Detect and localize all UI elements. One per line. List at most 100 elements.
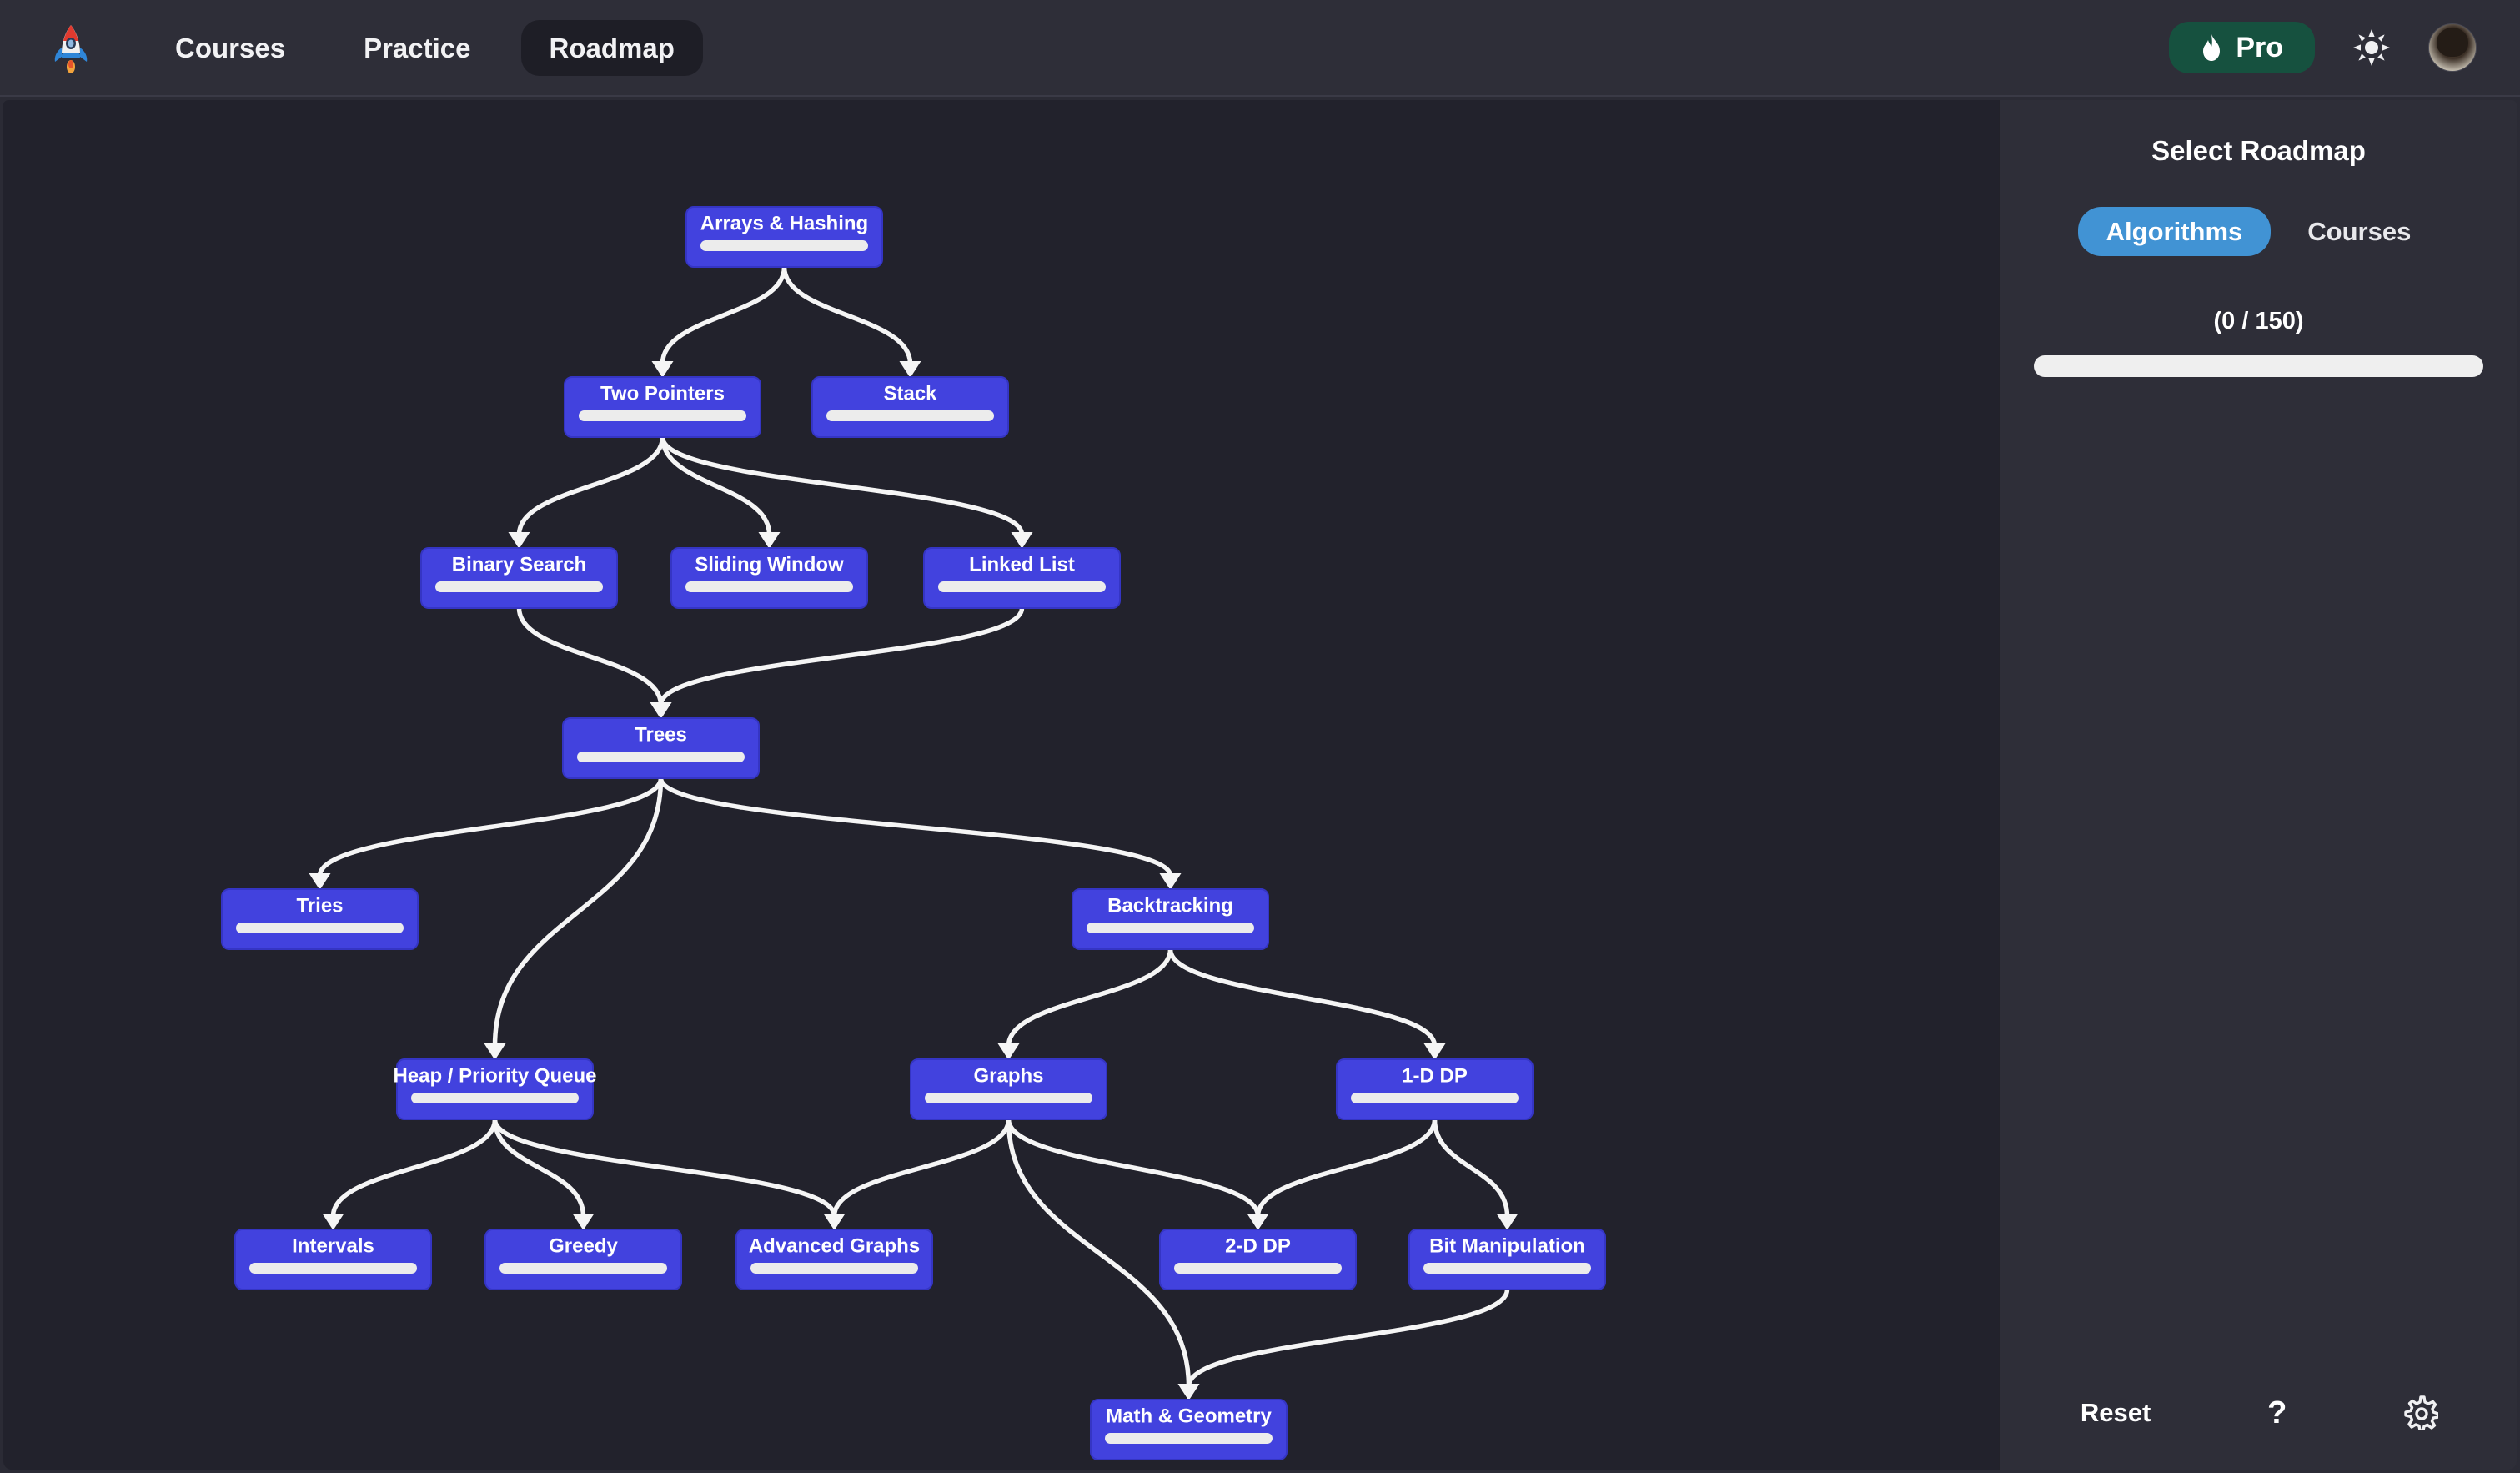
roadmap-node-progress-bar	[435, 581, 603, 592]
roadmap-edge	[322, 1117, 498, 1230]
progress-count-label: (0 / 150)	[2213, 308, 2304, 334]
roadmap-node-backtrack[interactable]: Backtracking	[1072, 888, 1269, 950]
progress-bar	[2034, 355, 2483, 377]
navbar-left-group: Courses Practice Roadmap	[0, 19, 703, 76]
roadmap-node-tries[interactable]: Tries	[221, 888, 419, 950]
roadmap-node-advgraphs[interactable]: Advanced Graphs	[735, 1229, 933, 1290]
pro-button[interactable]: Pro	[2169, 22, 2315, 73]
roadmap-node-label: Advanced Graphs	[749, 1234, 920, 1257]
nav-link-roadmap[interactable]: Roadmap	[520, 19, 703, 76]
roadmap-edge	[1247, 1117, 1438, 1230]
roadmap-node-label: Sliding Window	[695, 553, 844, 576]
roadmap-node-progress-bar	[938, 581, 1106, 592]
reset-button[interactable]: Reset	[2080, 1398, 2151, 1427]
nav-link-courses[interactable]: Courses	[175, 32, 286, 63]
pro-label: Pro	[2236, 32, 2283, 63]
roadmap-edge	[658, 776, 1182, 890]
roadmap-node-greedy[interactable]: Greedy	[484, 1229, 682, 1290]
roadmap-node-progress-bar	[826, 410, 994, 421]
roadmap-node-label: Arrays & Hashing	[700, 212, 868, 234]
toggle-option-algorithms[interactable]: Algorithms	[2077, 207, 2272, 256]
roadmap-edge	[516, 606, 672, 719]
roadmap-node-sliding[interactable]: Sliding Window	[670, 547, 868, 609]
nav-link-practice[interactable]: Practice	[364, 32, 471, 63]
roadmap-node-progress-bar	[1351, 1093, 1519, 1103]
roadmap-node-label: Graphs	[973, 1064, 1043, 1087]
roadmap-node-label: 2-D DP	[1225, 1234, 1291, 1257]
roadmap-node-label: Heap / Priority Queue	[393, 1064, 596, 1087]
roadmap-type-toggle: Algorithms Courses	[2000, 207, 2517, 256]
roadmap-edge	[660, 435, 1033, 549]
roadmap-node-label: Intervals	[292, 1234, 374, 1257]
roadmap-node-progress-bar	[499, 1263, 667, 1274]
roadmap-node-progress-bar	[1087, 923, 1254, 933]
roadmap-edge	[823, 1117, 1012, 1230]
roadmap-node-stack[interactable]: Stack	[811, 376, 1009, 438]
avatar[interactable]	[2428, 23, 2477, 72]
navbar-right-group: Pro	[2169, 22, 2520, 73]
roadmap-node-intervals[interactable]: Intervals	[234, 1229, 432, 1290]
roadmap-node-label: Math & Geometry	[1106, 1405, 1272, 1427]
help-button[interactable]: ?	[2267, 1395, 2287, 1430]
sidebar-title: Select Roadmap	[2151, 135, 2366, 166]
roadmap-node-twopointers[interactable]: Two Pointers	[564, 376, 761, 438]
roadmap-edge	[484, 776, 664, 1060]
roadmap-node-dp2d[interactable]: 2-D DP	[1159, 1229, 1357, 1290]
roadmap-node-label: Two Pointers	[600, 382, 725, 405]
roadmap-edge	[650, 606, 1025, 719]
roadmap-node-arrays[interactable]: Arrays & Hashing	[685, 206, 883, 268]
roadmap-node-progress-bar	[750, 1263, 918, 1274]
roadmap-edge	[660, 435, 781, 549]
roadmap-edges	[309, 264, 1519, 1400]
roadmap-node-progress-bar	[1174, 1263, 1342, 1274]
roadmap-node-progress-bar	[411, 1093, 579, 1103]
gear-icon[interactable]	[2403, 1395, 2439, 1430]
rocket-icon[interactable]	[47, 22, 95, 73]
roadmap-node-binsearch[interactable]: Binary Search	[420, 547, 618, 609]
roadmap-node-label: Linked List	[969, 553, 1075, 576]
roadmap-edge	[1167, 947, 1446, 1060]
roadmap-node-progress-bar	[236, 923, 404, 933]
roadmap-node-label: Binary Search	[452, 553, 586, 576]
roadmap-node-label: Trees	[635, 723, 687, 746]
roadmap-edge	[1177, 1287, 1510, 1400]
roadmap-edge	[508, 435, 665, 549]
roadmap-edge	[309, 776, 664, 890]
roadmap-edge	[651, 264, 787, 378]
roadmap-node-label: Stack	[883, 382, 937, 405]
roadmap-node-progress-bar	[925, 1093, 1092, 1103]
roadmap-node-dp1d[interactable]: 1-D DP	[1336, 1058, 1534, 1120]
roadmap-node-label: Backtracking	[1107, 894, 1233, 917]
top-navbar: Courses Practice Roadmap Pro	[0, 0, 2520, 97]
roadmap-node-label: 1-D DP	[1402, 1064, 1468, 1087]
roadmap-node-trees[interactable]: Trees	[562, 717, 760, 779]
roadmap-node-bitmanip[interactable]: Bit Manipulation	[1408, 1229, 1606, 1290]
roadmap-node-progress-bar	[579, 410, 746, 421]
sun-icon[interactable]	[2353, 29, 2390, 66]
progress-section: (0 / 150)	[2000, 308, 2517, 377]
roadmap-edge	[997, 947, 1173, 1060]
flame-icon	[2201, 33, 2222, 62]
roadmap-node-label: Bit Manipulation	[1429, 1234, 1585, 1257]
toggle-option-courses[interactable]: Courses	[2307, 217, 2412, 246]
roadmap-node-label: Tries	[296, 894, 343, 917]
roadmap-node-linkedlist[interactable]: Linked List	[923, 547, 1121, 609]
sidebar-footer: Reset ?	[2000, 1356, 2518, 1470]
roadmap-node-mathgeo[interactable]: Math & Geometry	[1090, 1399, 1288, 1460]
roadmap-edge	[1432, 1117, 1519, 1230]
roadmap-node-heap[interactable]: Heap / Priority Queue	[393, 1058, 597, 1120]
roadmap-node-graphs[interactable]: Graphs	[910, 1058, 1107, 1120]
roadmap-node-label: Greedy	[549, 1234, 618, 1257]
roadmap-node-progress-bar	[700, 240, 868, 251]
roadmap-node-progress-bar	[249, 1263, 417, 1274]
roadmap-node-progress-bar	[577, 752, 745, 762]
roadmap-node-progress-bar	[685, 581, 853, 592]
roadmap-edge	[781, 264, 921, 378]
roadmap-edge	[492, 1117, 595, 1230]
roadmap-sidebar: Select Roadmap Algorithms Courses (0 / 1…	[1999, 100, 2517, 1470]
roadmap-node-progress-bar	[1423, 1263, 1591, 1274]
